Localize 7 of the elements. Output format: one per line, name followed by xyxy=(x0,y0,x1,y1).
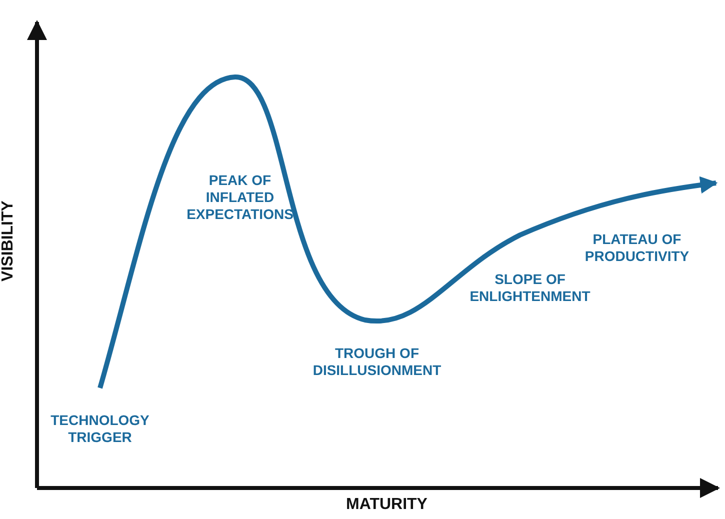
phase-label: TECHNOLOGY TRIGGER xyxy=(50,412,150,446)
phase-label: PLATEAU OF PRODUCTIVITY xyxy=(584,231,690,265)
phase-label: SLOPE OF ENLIGHTENMENT xyxy=(468,271,592,305)
phase-label: PEAK OF INFLATED EXPECTATIONS xyxy=(186,172,294,223)
axis-title: MATURITY xyxy=(346,496,428,514)
axis-title: VISIBILITY xyxy=(0,200,18,282)
phase-label: TROUGH OF DISILLUSIONMENT xyxy=(312,345,442,379)
